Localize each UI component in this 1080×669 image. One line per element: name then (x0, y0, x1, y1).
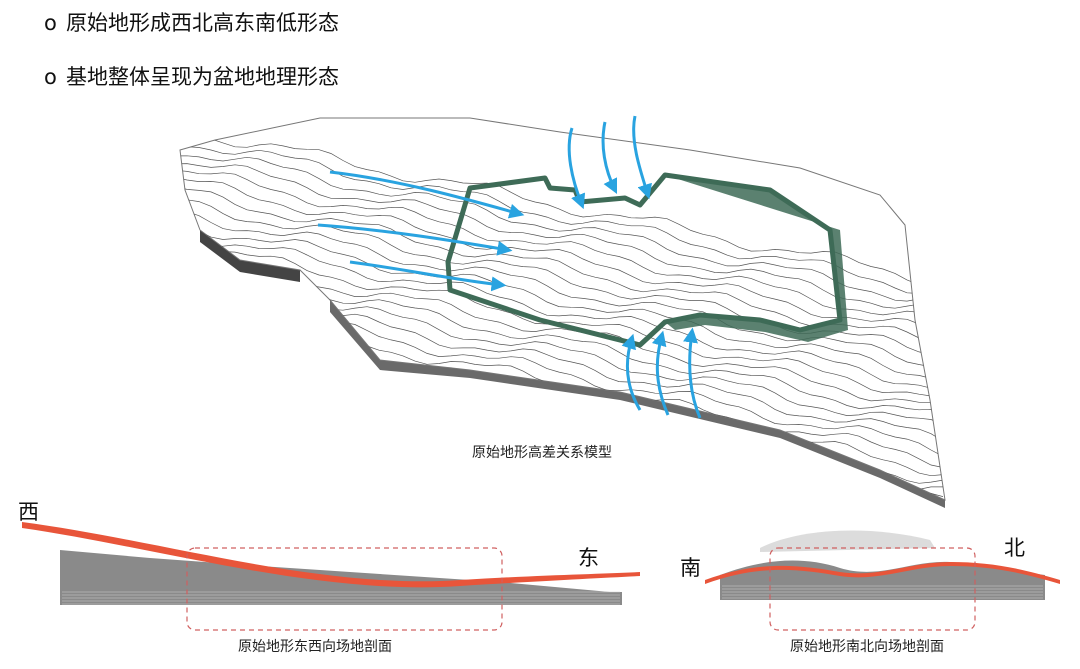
contour-line (180, 234, 944, 390)
label-north: 北 (1004, 536, 1025, 560)
airflow-arrow (683, 327, 702, 419)
airflow-arrow (567, 127, 586, 210)
section-ew-hatch (62, 591, 620, 605)
section-ns-hatch (722, 585, 1043, 599)
airflow-arrow (621, 333, 642, 411)
section-ew-site-box (186, 547, 503, 631)
section-ew (22, 522, 640, 631)
contour-line (180, 128, 944, 286)
contour-line (180, 143, 944, 294)
label-west: 西 (18, 500, 39, 524)
bullet-marker: o (44, 65, 57, 89)
terrain-surface (179, 117, 946, 501)
airflow-arrow (632, 115, 652, 200)
section-ns-background-hill (760, 530, 935, 552)
bullet-text: 原始地形成西北高东南低形态 (66, 11, 339, 35)
airflow-arrow (317, 223, 513, 256)
airflow-arrow (349, 260, 507, 292)
contour-line (180, 155, 944, 302)
contour-line (180, 176, 944, 332)
section-ns (705, 530, 1060, 631)
airflow-arrow (329, 170, 525, 219)
bullet-basin-form: o 基地整体呈现为盆地地理形态 (44, 64, 339, 90)
boundary-wall (665, 175, 848, 342)
section-ns-profile-line (705, 562, 1060, 584)
bullet-text: 基地整体呈现为盆地地理形态 (66, 65, 339, 89)
contour-line (180, 221, 944, 383)
section-ns-caption: 原始地形南北向场地剖面 (790, 639, 944, 655)
label-east: 东 (578, 546, 599, 570)
contour-line (180, 169, 944, 321)
contour-line (180, 163, 944, 310)
section-ew-caption: 原始地形东西向场地剖面 (238, 639, 392, 655)
model-caption: 原始地形高差关系模型 (472, 445, 612, 461)
section-ns-site-box (769, 547, 976, 631)
bullet-terrain-slope: o 原始地形成西北高东南低形态 (44, 10, 339, 36)
terrain-side-face (200, 230, 300, 282)
airflow-arrow (651, 330, 670, 416)
label-south: 南 (680, 556, 701, 580)
airflow-arrow (601, 121, 618, 195)
bullet-marker: o (44, 11, 57, 35)
